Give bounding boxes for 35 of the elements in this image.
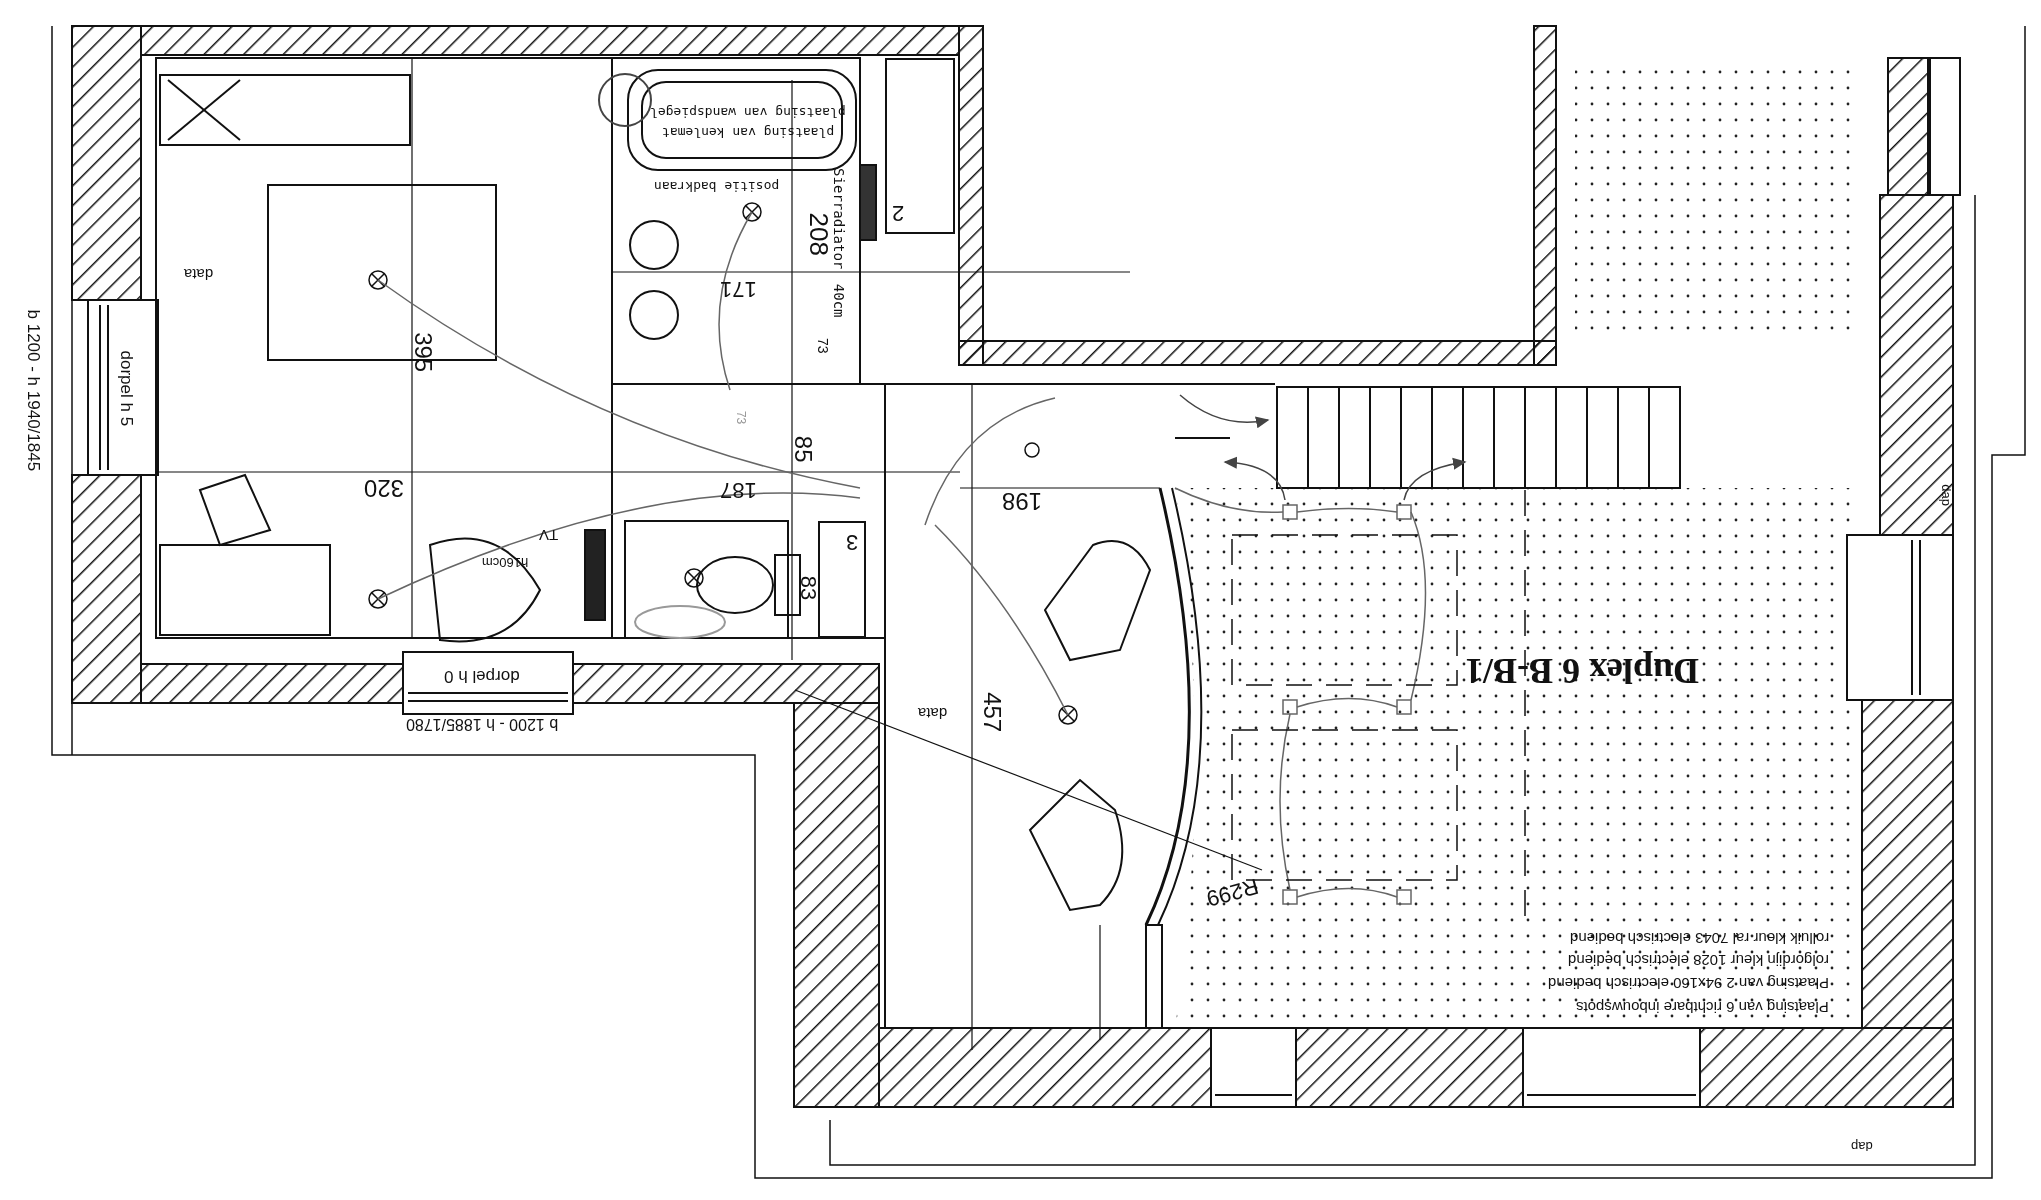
radius-text: R299 [1203,873,1261,911]
spec-note: rolluik kleur ral 7043 electrisch bediend [1570,928,1830,945]
placement-note: positie badkraan [653,179,779,194]
room-number: 2 [892,201,905,226]
dimension-text: 73 [733,410,747,424]
dimension-text: 208 [803,212,833,256]
dimension-text: 85 [788,435,816,463]
spec-note: Plaatsing van 2 94x160 electrisch bediend [1548,973,1830,990]
dimension-text: 320 [364,475,405,502]
spec-note: Plaatsing van 6 richtbare inbouwspots [1576,997,1829,1014]
dimension-text: 457 [978,692,1006,733]
outlet-label: data [917,703,947,720]
plan-title: Duplex 6 B-B/1 [1465,650,1700,690]
dimension-text: 395 [409,332,437,373]
radiator-note: 40cm [830,283,846,318]
closet-box [818,521,866,638]
outlet-label: data [183,264,213,281]
dimension-text: b 1200 - h 1885/1780 [406,715,559,733]
dimension-text: 198 [1002,488,1043,515]
outlet-label: TV [538,525,558,542]
height-note: h160cm [482,555,529,570]
window-note: dorpel h 5 [116,350,136,426]
dimension-text: 73 [815,337,831,353]
dimension-text: b 1200 - h 1940/1845 [23,309,43,471]
placement-note: plaatsing van wandspiegel [650,105,846,120]
dimension-text: 83 [796,575,821,601]
room-number: 3 [846,530,859,555]
radiator-note: Sierradiator [830,167,846,269]
window-note: dorpel h 0 [444,665,520,685]
closet-box [885,58,955,234]
dimension-text: 171 [719,277,757,302]
spec-note: rolgordijn kleur 1028 electrisch bediend [1568,950,1829,967]
dimension-text: 187 [719,478,757,503]
downpipe-label: dap [1851,1139,1873,1154]
placement-note: plaatsing van kenlemat [662,125,835,140]
